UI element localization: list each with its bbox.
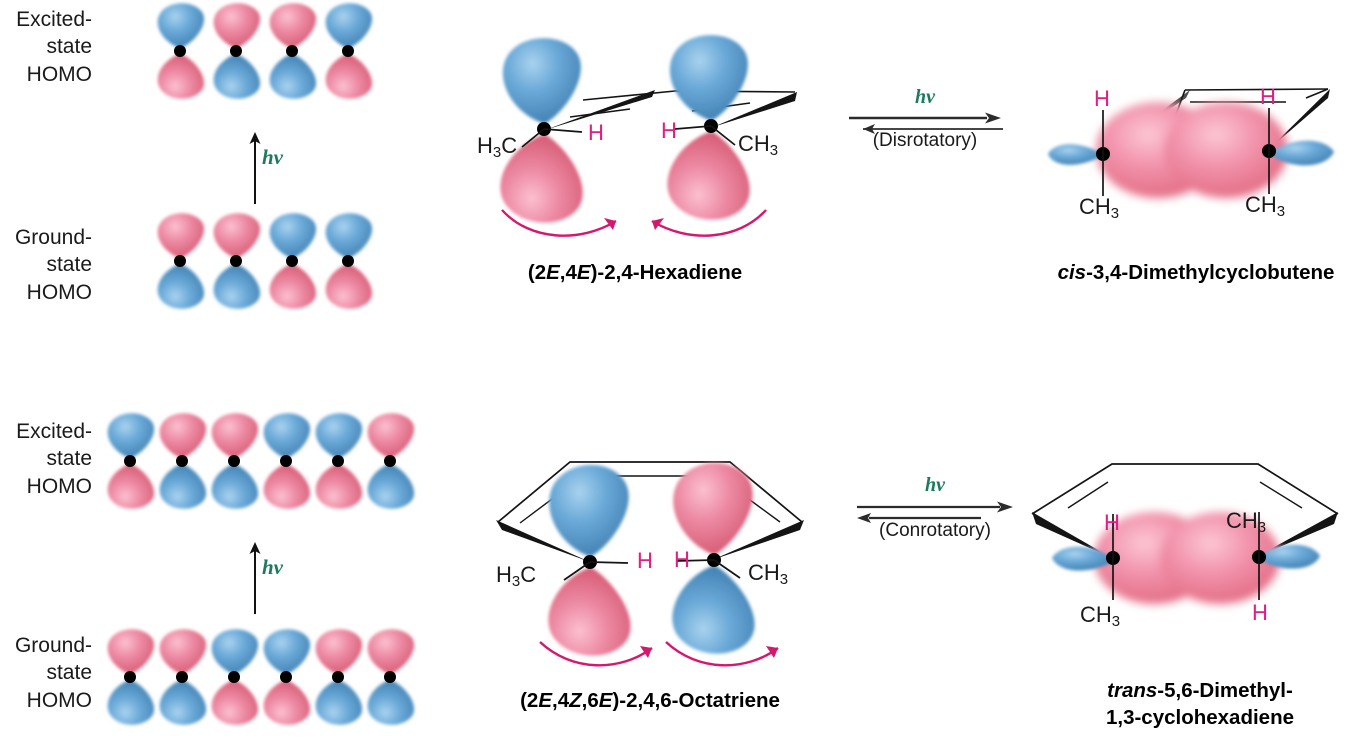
cyclobutene-right-methyl: CH3 (1245, 192, 1286, 221)
bottom-hv-arrow (249, 542, 261, 614)
octatriene-caption: (2E,4Z,6E)-2,4,6-Octatriene (520, 689, 780, 712)
cyclohexadiene-right-methyl: CH3 (1226, 508, 1267, 537)
cyclohexadiene-caption: trans-5,6-Dimethyl-1,3-cyclohexadiene (1105, 679, 1294, 729)
top-hv-label: hν (262, 145, 283, 169)
octatriene-structure (496, 461, 804, 667)
top-arrow-mode-label: (Disrotatory) (872, 130, 978, 151)
bottom-excited-state-label: Excited- state HOMO (16, 420, 92, 498)
cyclobutene-left-methyl: CH3 (1079, 194, 1120, 223)
bottom-ground-orbital-row (107, 629, 415, 725)
cyclohexadiene-right-hydrogen: H (1252, 600, 1268, 625)
top-arrow-hv-label: hν (915, 86, 935, 108)
hexadiene-left-methyl: H3C (477, 133, 518, 162)
hexadiene-structure (500, 35, 797, 237)
octatriene-left-methyl: H3C (496, 562, 537, 591)
cyclohexadiene-left-methyl: CH3 (1080, 602, 1121, 631)
hexadiene-right-methyl: CH3 (738, 131, 779, 160)
hexadiene-caption: (2E,4E)-2,4-Hexadiene (527, 261, 743, 284)
hexadiene-right-hydrogen: H (661, 118, 677, 143)
bottom-excited-orbital-row (107, 413, 415, 509)
octatriene-left-hydrogen: H (637, 548, 653, 573)
cyclohexadiene-structure (1031, 463, 1339, 604)
cyclobutene-structure (1048, 88, 1334, 198)
top-excited-orbital-row (157, 3, 373, 99)
cyclobutene-caption: cis-3,4-Dimethylcyclobutene (1057, 261, 1335, 284)
bottom-ground-state-label: Ground- state HOMO (14, 634, 92, 712)
top-ground-orbital-row (157, 213, 373, 309)
bottom-hv-label: hν (262, 555, 283, 579)
bottom-arrow-hv-label: hν (925, 474, 945, 496)
bottom-arrow-mode-label: (Conrotatory) (879, 520, 991, 541)
cyclobutene-right-hydrogen: H (1260, 84, 1276, 109)
octatriene-right-hydrogen: H (674, 547, 690, 572)
bottom-reaction-arrow (857, 501, 1013, 523)
top-reaction-arrow (849, 112, 1003, 134)
cyclohexadiene-left-hydrogen: H (1104, 510, 1120, 535)
top-ground-state-label: Ground- state HOMO (14, 226, 92, 304)
top-excited-state-label: Excited- state HOMO (16, 8, 92, 86)
hexadiene-left-hydrogen: H (588, 120, 604, 145)
octatriene-right-methyl: CH3 (748, 560, 789, 589)
top-hv-arrow (249, 132, 261, 204)
cyclobutene-left-hydrogen: H (1094, 86, 1110, 111)
